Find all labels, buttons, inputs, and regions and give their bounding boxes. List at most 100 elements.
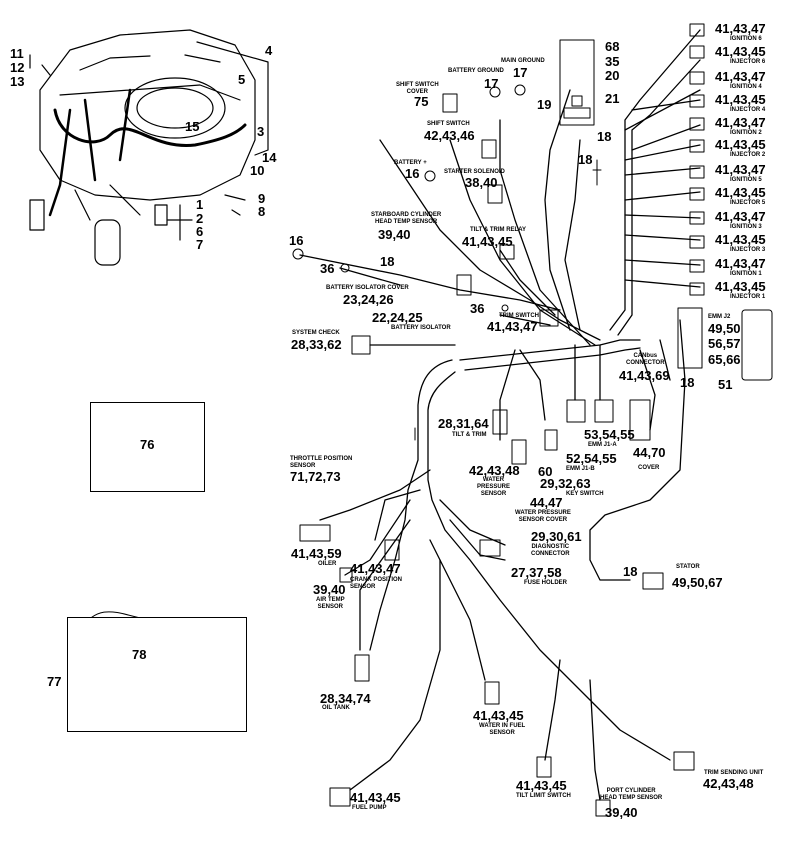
canbus-number: 41,43,69	[619, 368, 670, 383]
wps-cover-number: 44,47	[530, 495, 563, 510]
injector-4-number: 41,43,45	[715, 92, 766, 107]
injector-2-number: 41,43,45	[715, 137, 766, 152]
stator-label: STATOR	[676, 564, 700, 570]
callout-21: 21	[605, 91, 620, 106]
starboard-sensor-label: STARBOARD CYLINDER HEAD TEMP SENSOR	[371, 212, 442, 225]
fuel-pump-number: 41,43,45	[350, 790, 401, 805]
ignition-5-number: 41,43,47	[715, 162, 766, 177]
callout-20: 20	[605, 68, 620, 83]
fuel-pump-label: FUEL PUMP	[352, 805, 387, 811]
tilt-limit-number: 41,43,45	[516, 778, 567, 793]
emm-j1a-label: EMM J1-A	[588, 442, 617, 448]
callout-10: 10	[250, 163, 265, 178]
shift-switch-cover-label: SHIFT SWITCH COVER	[396, 82, 439, 95]
ignition-5-label: IGNITION 5	[730, 177, 762, 183]
injector-3-number: 41,43,45	[715, 232, 766, 247]
box-76	[90, 402, 205, 492]
wps-cover-label: WATER PRESSURE SENSOR COVER	[515, 510, 571, 523]
ignition-2-number: 41,43,47	[715, 115, 766, 130]
injector-4-label: INJECTOR 4	[730, 107, 766, 113]
callout-18-b: 18	[578, 152, 593, 167]
emm-j1b-label: EMM J1-B	[566, 466, 595, 472]
emm-j2-number-a: 49,50	[708, 321, 741, 336]
port-sensor-label: PORT CYLINDER HEAD TEMP SENSOR	[600, 788, 663, 801]
canbus-label: CANbus CONNECTOR	[626, 353, 665, 366]
battery-isolator-cover-number: 23,24,26	[343, 292, 394, 307]
injector-1-label: INJECTOR 1	[730, 294, 766, 300]
diagnostic-number: 29,30,61	[531, 529, 582, 544]
callout-13: 13	[10, 74, 25, 89]
callout-36-a: 36	[320, 261, 335, 276]
callout-14: 14	[262, 150, 277, 165]
callout-68: 68	[605, 39, 620, 54]
callout-76: 76	[140, 437, 155, 452]
injector-5-number: 41,43,45	[715, 185, 766, 200]
water-in-fuel-number: 41,43,45	[473, 708, 524, 723]
callout-35: 35	[605, 54, 620, 69]
trim-switch-label: TRIM SWITCH	[499, 313, 539, 319]
callout-16-b: 16	[289, 233, 304, 248]
main-ground-label: MAIN GROUND	[501, 58, 545, 64]
ignition-6-label: IGNITION 6	[730, 36, 762, 42]
air-temp-label: AIR TEMP SENSOR	[316, 597, 345, 610]
diagnostic-label: DIAGNOSTIC CONNECTOR	[531, 544, 570, 557]
battery-plus-label: BATTERY +	[394, 160, 427, 166]
battery-isolator-number: 22,24,25	[372, 310, 423, 325]
callout-7: 7	[196, 237, 204, 252]
tilt-trim-label: TILT & TRIM	[452, 432, 487, 438]
callout-1: 1	[196, 197, 204, 212]
key-switch-label: KEY SWITCH	[566, 491, 604, 497]
throttle-position-label: THROTTLE POSITION SENSOR	[290, 456, 353, 469]
oil-tank-number: 28,34,74	[320, 691, 371, 706]
system-check-number: 28,33,62	[291, 337, 342, 352]
tilt-trim-number: 28,31,64	[438, 416, 489, 431]
oiler-label: OILER	[318, 561, 337, 567]
port-sensor-number: 39,40	[605, 805, 638, 820]
engine-illustration	[29, 29, 269, 266]
injector-6-number: 41,43,45	[715, 44, 766, 59]
ignition-3-number: 41,43,47	[715, 209, 766, 224]
emm-j2-number-c: 65,66	[708, 352, 741, 367]
oil-tank-label: OIL TANK	[322, 705, 350, 711]
tilt-trim-relay-label: TILT & TRIM RELAY	[470, 227, 526, 233]
water-pressure-label: WATER PRESSURE SENSOR	[477, 477, 511, 497]
shift-switch-label: SHIFT SWITCH	[427, 121, 470, 127]
tilt-trim-relay-number: 41,43,45	[462, 234, 513, 249]
system-check-label: SYSTEM CHECK	[292, 330, 340, 336]
oiler-number: 41,43,59	[291, 546, 342, 561]
callout-17-ground: 17	[484, 76, 499, 91]
shift-switch-number: 42,43,46	[424, 128, 475, 143]
callout-36-b: 36	[470, 301, 485, 316]
ignition-4-label: IGNITION 4	[730, 84, 762, 90]
callout-18-c: 18	[380, 254, 395, 269]
emm-j1a-number: 53,54,55	[584, 427, 635, 442]
ignition-2-label: IGNITION 2	[730, 130, 762, 136]
cover-label: COVER	[638, 465, 660, 471]
callout-3: 3	[257, 124, 265, 139]
callout-8: 8	[258, 204, 266, 219]
box-77	[67, 617, 247, 732]
water-pressure-number: 42,43,48	[469, 463, 520, 478]
callout-18-d: 18	[680, 375, 695, 390]
key-switch-number: 29,32,63	[540, 476, 591, 491]
shift-switch-cover-number: 75	[414, 94, 429, 109]
trim-sending-number: 42,43,48	[703, 776, 754, 791]
trim-sending-label: TRIM SENDING UNIT	[704, 770, 764, 776]
emm-j1b-number: 52,54,55	[566, 451, 617, 466]
injector-2-label: INJECTOR 2	[730, 152, 766, 158]
callout-17-main: 17	[513, 65, 528, 80]
tilt-limit-label: TILT LIMIT SWITCH	[516, 793, 571, 799]
battery-isolator-cover-label: BATTERY ISOLATOR COVER	[326, 285, 409, 291]
starter-solenoid-label: STARTER SOLENOID	[444, 169, 505, 175]
callout-5: 5	[238, 72, 246, 87]
ignition-4-number: 41,43,47	[715, 69, 766, 84]
crank-position-number: 41,43,47	[350, 561, 401, 576]
battery-isolator-label: BATTERY ISOLATOR	[391, 325, 451, 331]
callout-18-a: 18	[597, 129, 612, 144]
starboard-sensor-number: 39,40	[378, 227, 411, 242]
callout-11: 11	[10, 46, 24, 61]
callout-9: 9	[258, 191, 266, 206]
callout-18-stator: 18	[623, 564, 638, 579]
callout-16-a: 16	[405, 166, 420, 181]
